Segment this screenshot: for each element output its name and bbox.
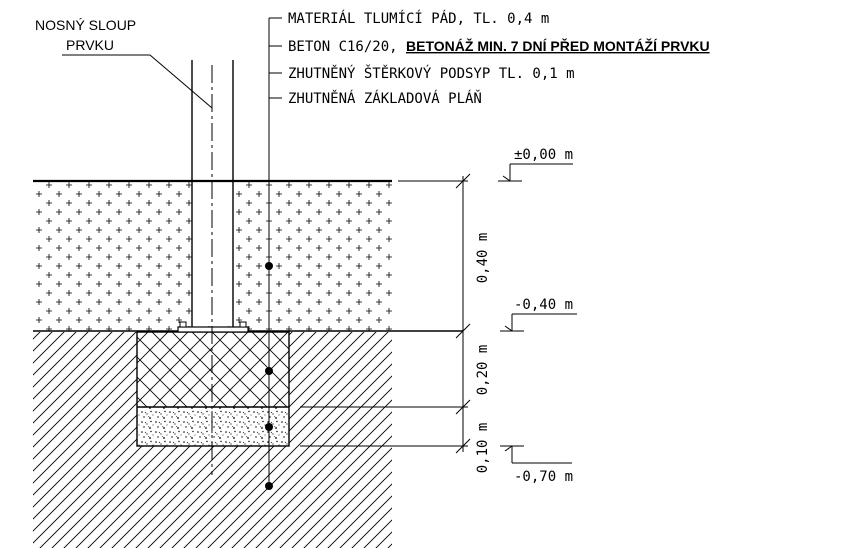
pole-label-leader xyxy=(149,54,213,109)
dimension-0-10: 0,10 m xyxy=(475,423,491,474)
concrete-block xyxy=(137,332,289,407)
leader-dot-gravel xyxy=(265,423,273,431)
layer2-label: BETON C16/20, BETONÁŽ MIN. 7 DNÍ PŘED MO… xyxy=(288,37,710,55)
layer3-label: ZHUTNĚNÝ ŠTĚRKOVÝ PODSYP TL. 0,1 m xyxy=(288,64,575,82)
dimension-0-40: 0,40 m xyxy=(475,233,491,284)
pole-label-line1: NOSNÝ SLOUP xyxy=(35,17,136,33)
leader-dot-concrete xyxy=(265,367,273,375)
level-marker-bottom: -0,70 m xyxy=(500,445,573,485)
leader-dot-subsoil xyxy=(265,482,273,490)
anchor-bolt-left xyxy=(179,321,187,328)
svg-text:±0,00 m: ±0,00 m xyxy=(514,147,573,163)
level-marker-top: ±0,00 m xyxy=(498,147,573,182)
dimension-0-20: 0,20 m xyxy=(475,345,491,396)
anchor-bolt-right xyxy=(239,321,247,328)
pole-label-line2: PRVKU xyxy=(66,37,114,53)
layer4-label: ZHUTNĚNÁ ZÁKLADOVÁ PLÁŇ xyxy=(288,89,482,107)
svg-text:-0,40 m: -0,40 m xyxy=(514,297,573,313)
base-plate xyxy=(177,326,249,333)
leader-dot-impact-layer xyxy=(265,262,273,270)
gravel-bedding xyxy=(137,407,289,446)
layer2-prefix: BETON C16/20, xyxy=(288,39,406,55)
layer2-bold-note: BETONÁŽ MIN. 7 DNÍ PŘED MONTÁŽÍ PRVKU xyxy=(406,37,710,54)
layer1-label: MATERIÁL TLUMÍCÍ PÁD, TL. 0,4 m xyxy=(288,10,549,27)
svg-text:-0,70 m: -0,70 m xyxy=(514,469,573,485)
level-marker-middle: -0,40 m xyxy=(500,297,577,332)
